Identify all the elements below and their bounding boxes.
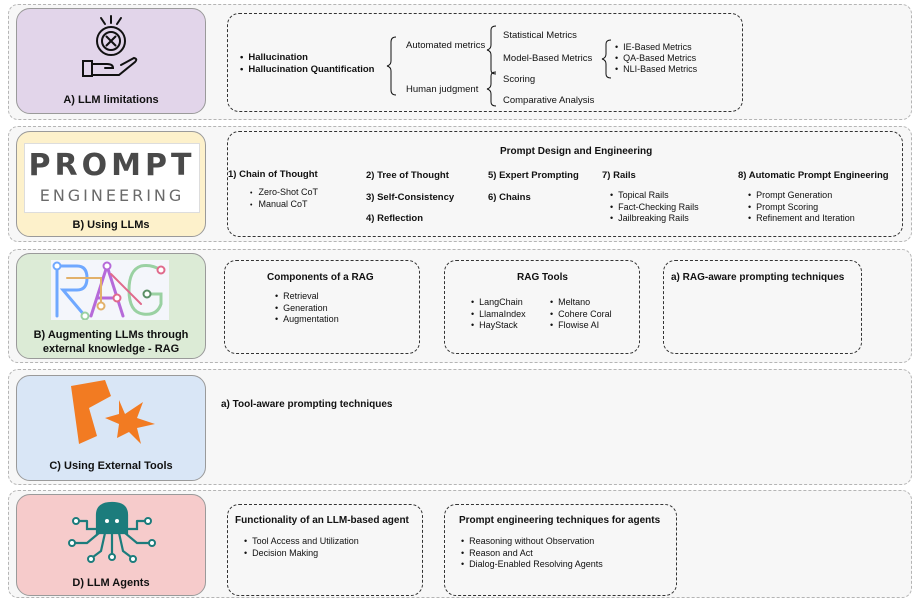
section-d-row: D) LLM Agents Functionality of an LLM-ba… (8, 490, 912, 598)
llm-agents-card: D) LLM Agents (16, 494, 206, 596)
list-item: NLI-Based Metrics (615, 64, 697, 75)
tool-aware-label: a) Tool-aware prompting techniques (221, 399, 393, 410)
prompt-engineering-logo: PROMPT ENGINEERING (24, 143, 200, 213)
list-item: Augmentation (275, 314, 339, 326)
list-item: Hallucination (240, 52, 374, 64)
list-item: Reasoning without Observation (461, 536, 603, 548)
tot-heading: 2) Tree of Thought (366, 170, 449, 181)
reflection-heading: 4) Reflection (366, 213, 424, 224)
list-item: Decision Making (244, 548, 359, 560)
rag-title-line1: B) Augmenting LLMs through (33, 329, 189, 341)
hallucination-list: Hallucination Hallucination Quantificati… (240, 52, 374, 76)
using-llms-card: PROMPT ENGINEERING B) Using LLMs (16, 131, 206, 237)
section-a-row: A) LLM limitations Hallucination Halluci… (8, 4, 912, 120)
list-item: Dialog-Enabled Resolving Agents (461, 559, 603, 571)
rag-components-title: Components of a RAG (267, 272, 374, 283)
list-item: Generation (275, 303, 339, 315)
list-item: Prompt Scoring (748, 202, 855, 214)
agent-functionality-list: Tool Access and Utilization Decision Mak… (244, 536, 359, 559)
logo-engineering-text: ENGINEERING (39, 186, 185, 205)
agent-functionality-title: Functionality of an LLM-based agent (235, 515, 409, 526)
rails-heading: 7) Rails (602, 170, 636, 181)
rag-aware-label: a) RAG-aware prompting techniques (671, 272, 845, 283)
agent-pe-list: Reasoning without Observation Reason and… (461, 536, 603, 571)
list-item: Refinement and Iteration (748, 213, 855, 225)
list-item: Prompt Generation (748, 190, 855, 202)
section-c-title: C) Using External Tools (49, 460, 173, 472)
list-item: LlamaIndex (471, 309, 526, 321)
automated-metrics-label: Automated metrics (406, 40, 486, 51)
rails-list: Topical Rails Fact-Checking Rails Jailbr… (610, 190, 699, 225)
chains-heading: 6) Chains (488, 192, 531, 203)
agent-pe-box: Prompt engineering techniques for agents… (444, 504, 677, 596)
agent-functionality-box: Functionality of an LLM-based agent Tool… (227, 504, 423, 596)
list-item: HayStack (471, 320, 526, 332)
rag-title-line2: external knowledge - RAG (42, 343, 180, 355)
rag-components-box: Components of a RAG Retrieval Generation… (224, 260, 420, 354)
bracket-human (486, 71, 497, 107)
list-item: Reason and Act (461, 548, 603, 560)
list-item: Jailbreaking Rails (610, 213, 699, 225)
cot-list: Zero-Shot CoT Manual CoT (250, 187, 318, 211)
rag-components-list: Retrieval Generation Augmentation (275, 291, 339, 326)
rag-tools-list-1: LangChain LlamaIndex HayStack (471, 297, 526, 332)
external-tools-card: C) Using External Tools (16, 375, 206, 481)
list-item: Manual CoT (250, 199, 318, 211)
list-item: Retrieval (275, 291, 339, 303)
comparative-analysis-label: Comparative Analysis (503, 95, 595, 106)
expert-prompting-heading: 5) Expert Prompting (488, 170, 579, 181)
section-a-title: A) LLM limitations (63, 94, 159, 106)
list-item: Fact-Checking Rails (610, 202, 699, 214)
hallucination-icon (82, 15, 138, 77)
list-item: Hallucination Quantification (240, 64, 374, 76)
prompt-design-header: Prompt Design and Engineering (500, 146, 653, 157)
list-item: LangChain (471, 297, 526, 309)
rag-tools-box: RAG Tools LangChain LlamaIndex HayStack … (444, 260, 640, 354)
prompt-design-box: Prompt Design and Engineering 1) Chain o… (227, 131, 903, 237)
section-c-row: C) Using External Tools a) Tool-aware pr… (8, 369, 912, 485)
list-item: Topical Rails (610, 190, 699, 202)
self-consistency-heading: 3) Self-Consistency (366, 192, 455, 203)
model-based-metrics-label: Model-Based Metrics (503, 53, 593, 64)
agent-pe-title: Prompt engineering techniques for agents (459, 515, 661, 526)
list-item: Flowise AI (550, 320, 612, 332)
scoring-label: Scoring (503, 74, 536, 85)
tool-icon (71, 380, 155, 444)
bracket-automated (486, 25, 497, 75)
rag-card: B) Augmenting LLMs through external know… (16, 253, 206, 359)
list-item: Tool Access and Utilization (244, 536, 359, 548)
section-rag-row: B) Augmenting LLMs through external know… (8, 249, 912, 363)
cot-heading: 1) Chain of Thought (228, 169, 318, 180)
logo-prompt-text: PROMPT (28, 148, 196, 183)
bracket-model-based (601, 39, 612, 79)
list-item: Cohere Coral (550, 309, 612, 321)
agent-octopus-icon (68, 501, 156, 563)
llm-limitations-card: A) LLM limitations (16, 8, 206, 114)
rag-logo-icon (51, 260, 169, 320)
model-based-sublist: IE-Based Metrics QA-Based Metrics NLI-Ba… (615, 42, 697, 75)
ape-list: Prompt Generation Prompt Scoring Refinem… (748, 190, 855, 225)
human-judgment-label: Human judgment (406, 84, 479, 95)
rag-tools-title: RAG Tools (517, 272, 568, 283)
list-item: Zero-Shot CoT (250, 187, 318, 199)
hallucination-box: Hallucination Hallucination Quantificati… (227, 13, 743, 112)
statistical-metrics-label: Statistical Metrics (503, 30, 577, 41)
section-b-row: PROMPT ENGINEERING B) Using LLMs Prompt … (8, 126, 912, 242)
rag-tools-list-2: Meltano Cohere Coral Flowise AI (550, 297, 612, 332)
bracket-main (386, 36, 397, 96)
list-item: Meltano (550, 297, 612, 309)
section-b-title: B) Using LLMs (72, 219, 150, 231)
ape-heading: 8) Automatic Prompt Engineering (738, 170, 889, 181)
list-item: QA-Based Metrics (615, 53, 697, 64)
rag-aware-box: a) RAG-aware prompting techniques (663, 260, 862, 354)
list-item: IE-Based Metrics (615, 42, 697, 53)
section-d-title: D) LLM Agents (72, 577, 150, 589)
